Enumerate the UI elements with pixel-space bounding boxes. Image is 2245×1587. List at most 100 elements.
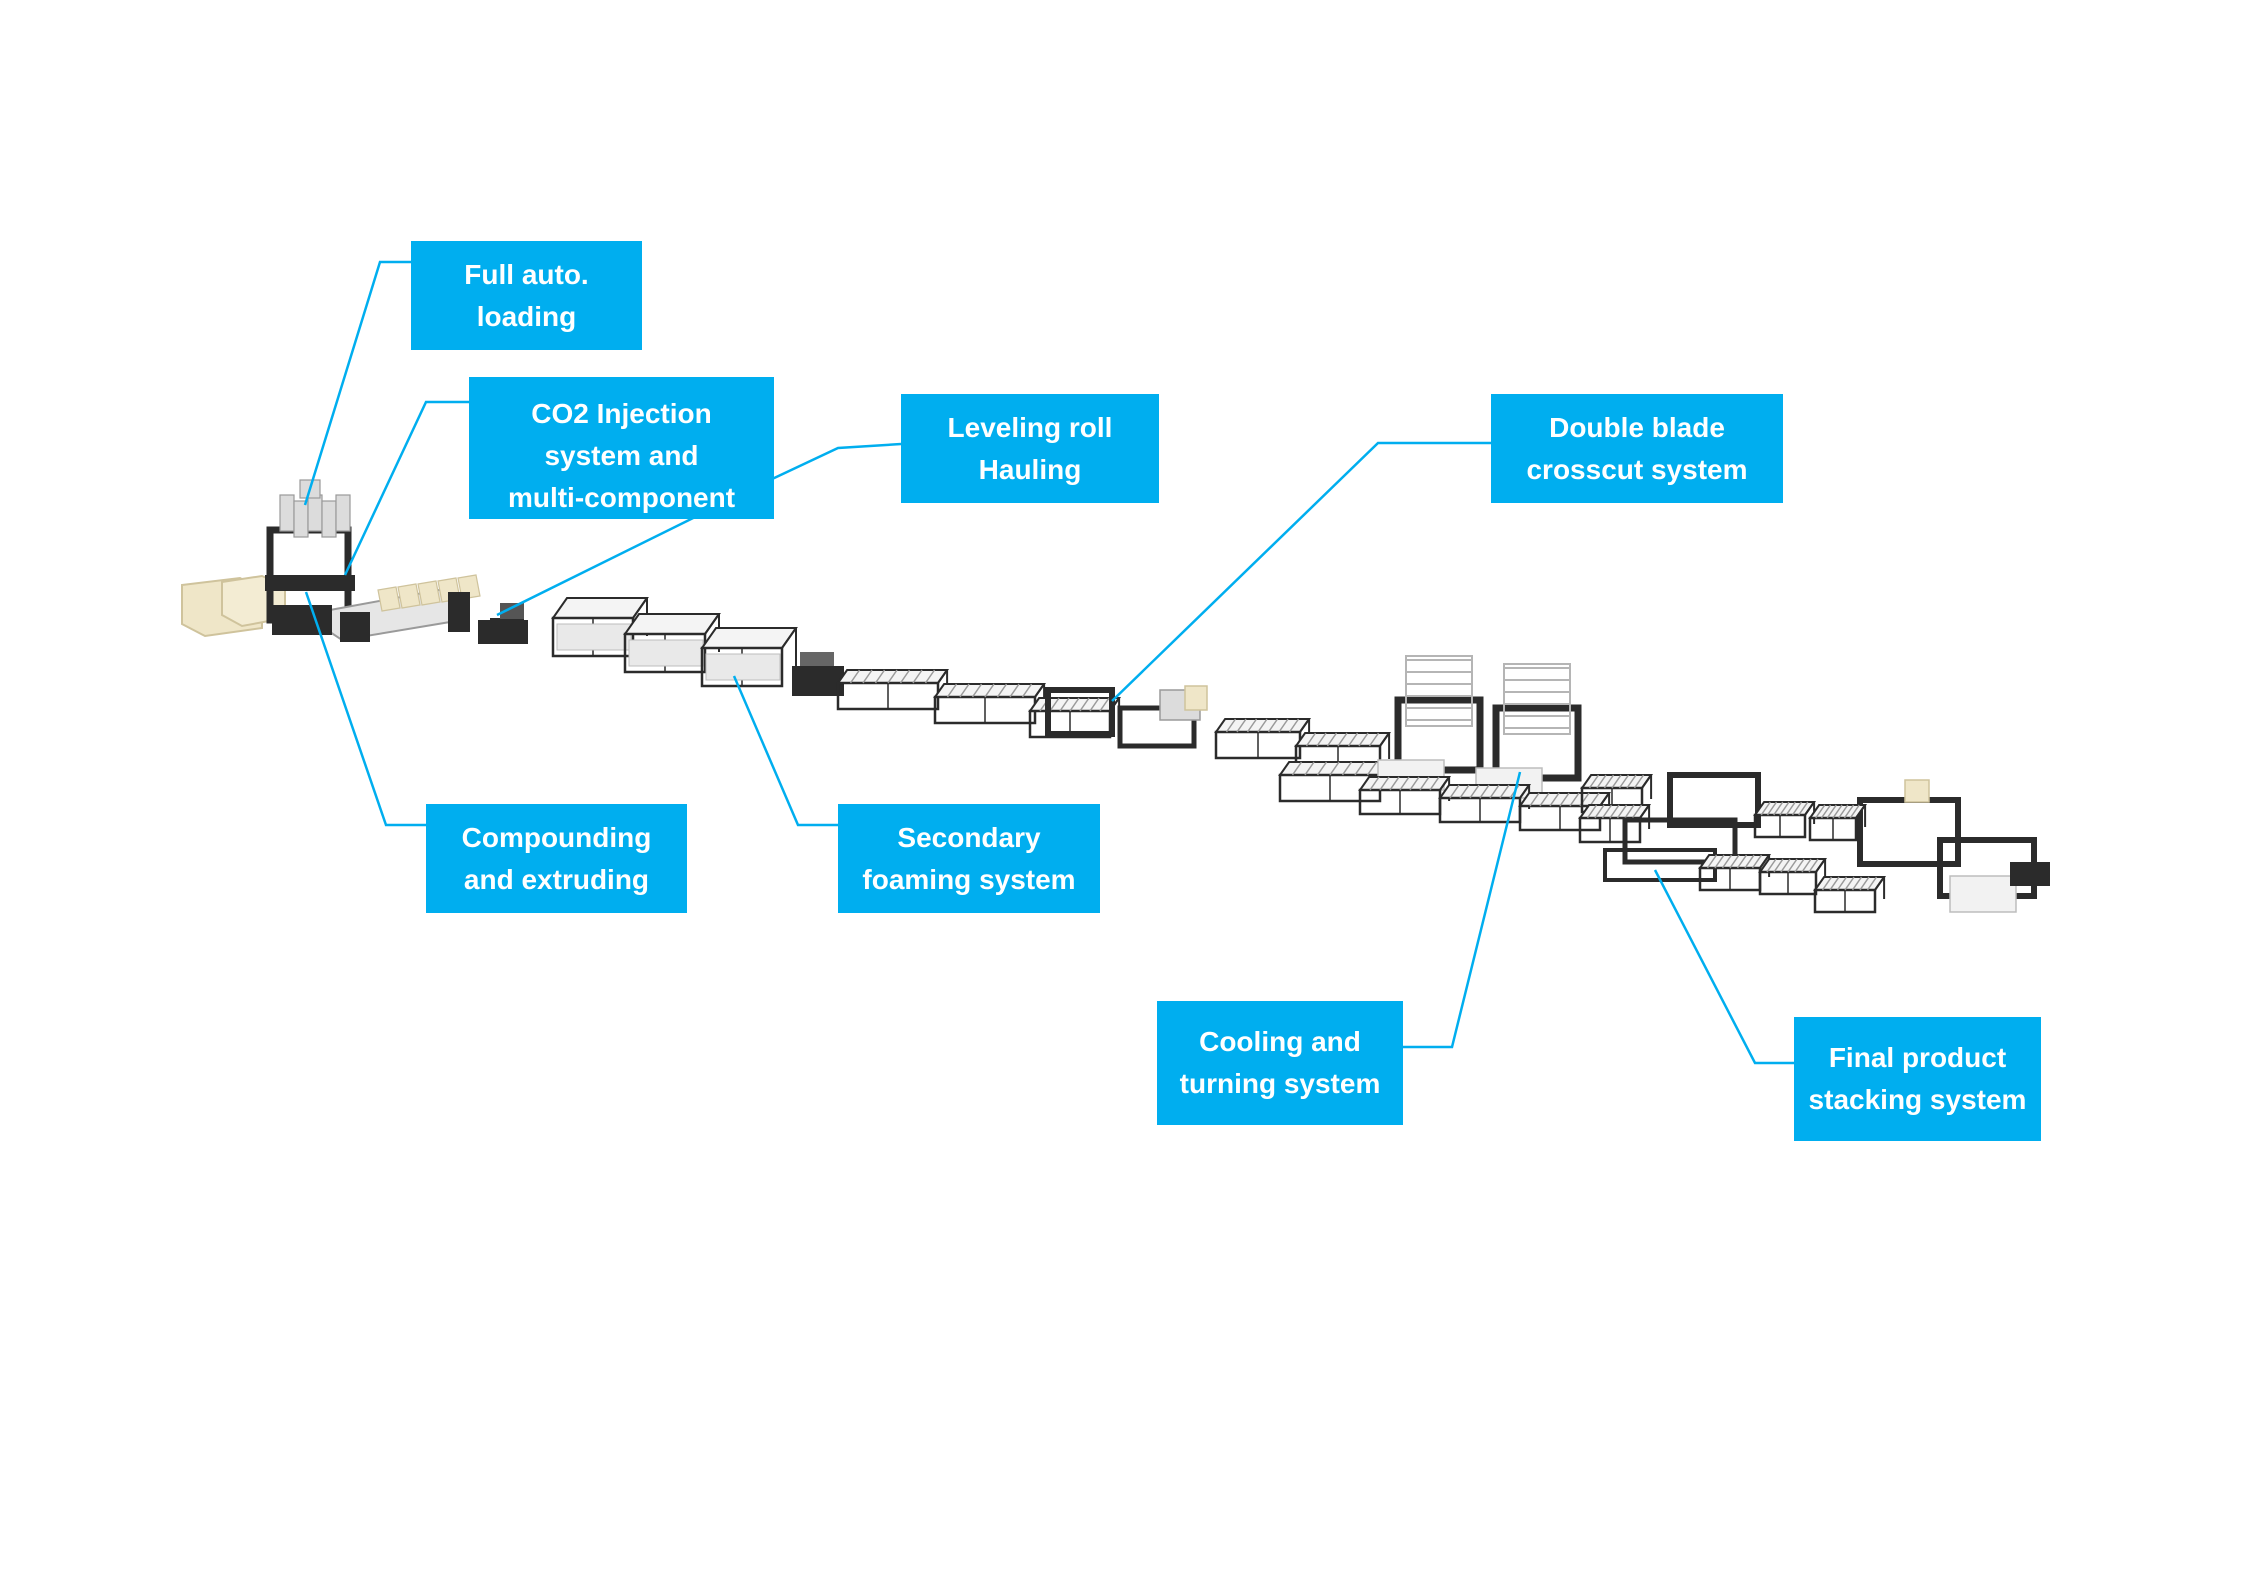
roller (1596, 774, 1607, 789)
cooling-rack (1405, 655, 1473, 727)
roller (959, 683, 970, 698)
leader-line (1653, 869, 1794, 1065)
leader-line (732, 675, 838, 827)
roller (1399, 776, 1410, 791)
roller (1429, 776, 1440, 791)
roller (1049, 697, 1060, 712)
stacker-frame (1667, 772, 1761, 828)
roller (1766, 858, 1777, 873)
frame-edge (1299, 718, 1310, 733)
roller (1706, 854, 1718, 869)
roller (899, 669, 911, 684)
roller (1631, 804, 1643, 819)
roller-conveyor (1813, 876, 1887, 914)
frame-edge (1439, 776, 1450, 791)
roller (1618, 774, 1630, 789)
roller (1569, 792, 1580, 807)
hauling-unit (800, 652, 834, 666)
roller (971, 683, 983, 698)
crosscut-frame (1045, 687, 1115, 737)
roller (1744, 854, 1755, 869)
stacker-frame (1603, 848, 1717, 882)
frame-edge (1759, 854, 1770, 869)
roller (1341, 761, 1353, 776)
roller (1791, 801, 1803, 816)
roller (1851, 876, 1863, 891)
roller (1721, 854, 1733, 869)
hopper (321, 500, 337, 538)
crosscut-frame (1117, 705, 1197, 749)
roller (1316, 732, 1327, 747)
callout-line: Cooling and (1199, 1026, 1361, 1057)
hauling-unit (792, 666, 844, 696)
leveling-roll-unit (500, 603, 524, 619)
roller (1779, 801, 1790, 816)
roller (1843, 804, 1855, 819)
cooling-tower (1475, 663, 1582, 799)
extrusion-line-machinery (181, 479, 2050, 914)
roller (1079, 697, 1090, 712)
roller (1069, 697, 1080, 712)
roller (1479, 784, 1490, 799)
leader-line (1403, 771, 1522, 1049)
frame-edge (937, 669, 948, 684)
crosscut-machine (1045, 685, 1208, 749)
extruder-motor (340, 612, 370, 642)
frame-edge (1639, 804, 1650, 819)
callout-line: Double blade (1549, 411, 1725, 443)
roller-conveyor (836, 669, 950, 711)
frame-top (623, 613, 721, 635)
roller (1354, 761, 1365, 776)
roller (1624, 804, 1635, 819)
roller (1794, 858, 1805, 873)
roller (1499, 784, 1510, 799)
roller (1785, 801, 1796, 816)
roller (1549, 792, 1560, 807)
roller (1594, 804, 1605, 819)
roller (1844, 876, 1855, 891)
roller (1836, 876, 1848, 891)
frame-top (551, 597, 649, 619)
callout-line: turning system (1179, 1068, 1381, 1099)
roller (1246, 718, 1258, 733)
roller (1589, 792, 1600, 807)
roller (874, 669, 886, 684)
roller (1021, 683, 1033, 698)
hopper (307, 494, 323, 532)
roller (887, 669, 898, 684)
frame-edge (1874, 876, 1885, 891)
roller (1821, 876, 1833, 891)
roller (1409, 776, 1420, 791)
roller (1808, 858, 1819, 873)
roller-conveyor (1294, 732, 1392, 774)
roller (1347, 732, 1359, 747)
frame-edge (704, 613, 720, 635)
callout-line: loading (476, 300, 577, 332)
roller (1766, 801, 1778, 816)
roller (1419, 776, 1430, 791)
callout-line: Compounding (461, 821, 652, 853)
roller (1539, 792, 1550, 807)
roller (1389, 776, 1400, 791)
roller (1291, 761, 1303, 776)
roller (984, 683, 995, 698)
roller (1267, 718, 1279, 733)
roller (1815, 804, 1826, 819)
stacker-frame (1622, 817, 1738, 865)
crosscut-guard (1184, 685, 1208, 711)
roller (1714, 854, 1725, 869)
leader-line (304, 591, 426, 827)
oven-panel (705, 653, 781, 681)
roller (1559, 792, 1570, 807)
cooling-rack (1503, 663, 1571, 735)
roller (1489, 784, 1500, 799)
roller (1859, 876, 1870, 891)
heater-band (377, 586, 401, 612)
callout-line: stacking system (1808, 1084, 2027, 1115)
callout-line: multi-component (507, 482, 736, 513)
